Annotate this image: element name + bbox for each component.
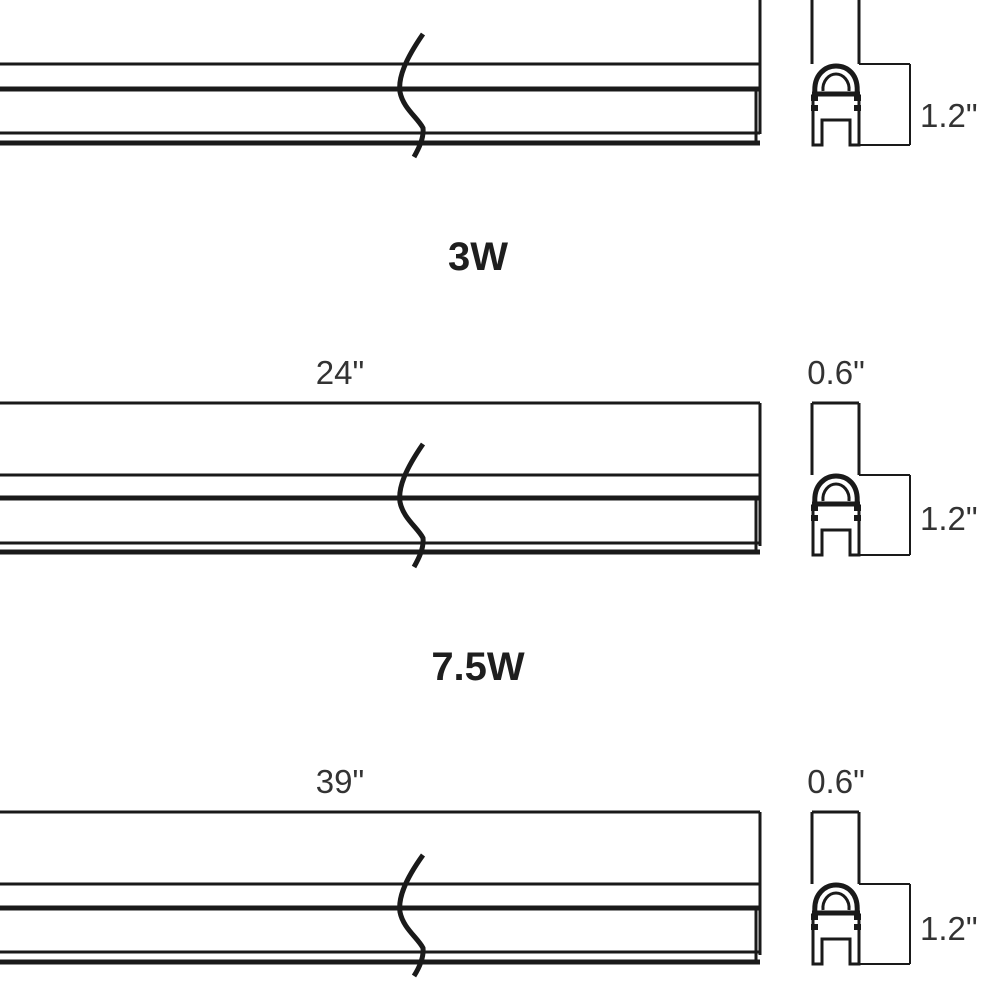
side-view-2 [0, 401, 762, 569]
fixture-section-1: 1.2" [0, 0, 978, 159]
cross-section-1 [810, 0, 911, 147]
profile-notch [811, 105, 818, 111]
profile-notch [811, 505, 818, 511]
profile-dome [812, 63, 860, 95]
break-line [397, 442, 426, 569]
break-line [397, 32, 426, 159]
profile-notch [811, 914, 818, 920]
height-dimension-label: 1.2" [920, 500, 978, 537]
cross-section-3 [810, 810, 911, 966]
profile-notch [854, 105, 861, 111]
width-dimension-label: 0.6" [807, 354, 865, 391]
length-dimension-label: 39" [316, 763, 364, 800]
side-view-1 [0, 0, 762, 159]
profile-legs [811, 913, 861, 966]
profile-dome [812, 882, 860, 914]
profile-inner-arc [821, 482, 851, 502]
fixture-section-2: 24" 0.6" 1.2" [0, 354, 978, 569]
section-title: 3W [448, 235, 508, 279]
profile-notch [854, 95, 861, 101]
profile-legs [811, 504, 861, 557]
break-line [397, 853, 426, 978]
fixture-section-3: 39" 0.6" 1.2" [0, 763, 978, 978]
profile-legs [811, 94, 861, 147]
length-dimension-label: 24" [316, 354, 364, 391]
profile-notch [811, 924, 818, 930]
profile-dome [812, 473, 860, 505]
cross-section-2 [810, 401, 911, 557]
profile-notch [811, 95, 818, 101]
profile-inner-arc [821, 72, 851, 92]
profile-notch [854, 515, 861, 521]
profile-notch [811, 515, 818, 521]
height-dimension-label: 1.2" [920, 910, 978, 947]
height-dimension-label: 1.2" [920, 97, 978, 134]
profile-inner-arc [821, 891, 851, 911]
profile-notch [854, 924, 861, 930]
profile-notch [854, 914, 861, 920]
width-dimension-label: 0.6" [807, 763, 865, 800]
profile-notch [854, 505, 861, 511]
side-view-3 [0, 810, 762, 978]
section-title: 7.5W [431, 645, 525, 689]
